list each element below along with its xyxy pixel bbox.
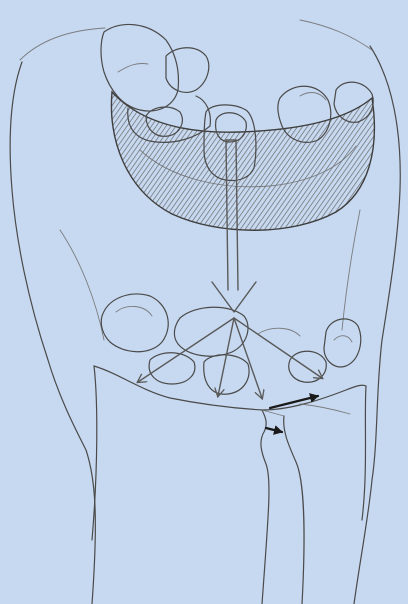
carpal-lower-mid (204, 355, 249, 394)
palm-cup (111, 92, 374, 230)
fracture-line (261, 410, 269, 604)
forearm-bones (92, 366, 366, 604)
fingernail-index (166, 48, 209, 93)
carpal-center (174, 307, 248, 356)
carpal-left (101, 294, 168, 352)
radiating-force-arrows (138, 318, 322, 398)
small-displacement-arrow (266, 428, 282, 432)
carpal-lower-left (149, 353, 195, 384)
forearm-outline (10, 20, 400, 604)
